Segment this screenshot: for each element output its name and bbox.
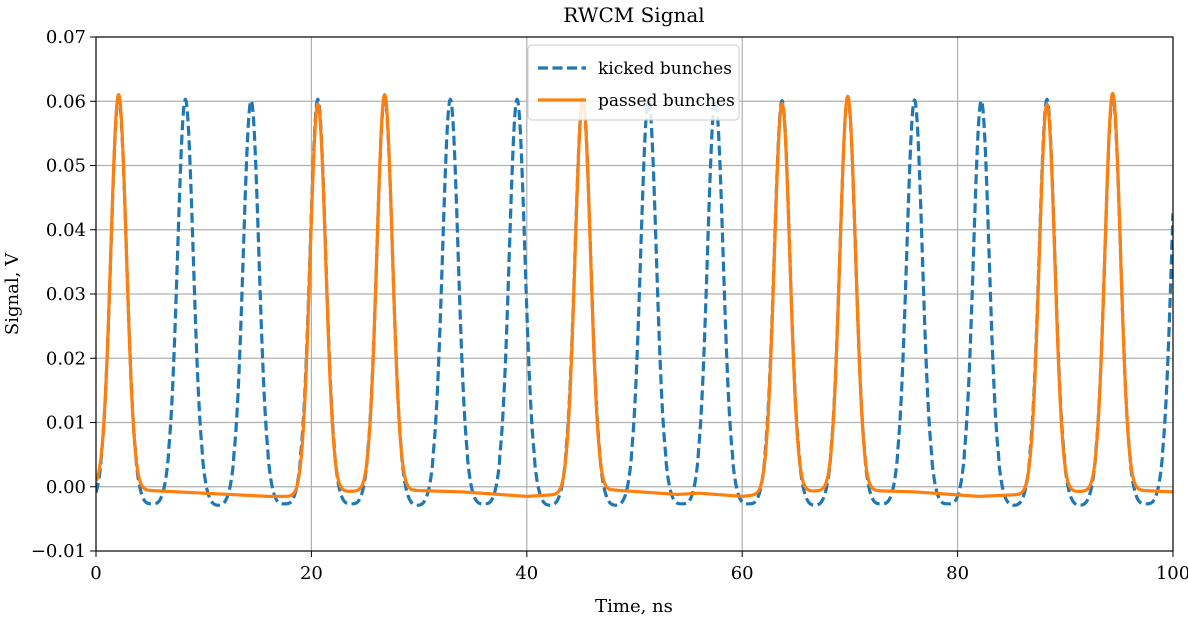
y-tick-label: 0.01 bbox=[46, 413, 86, 434]
x-tick-label: 100 bbox=[1156, 563, 1188, 584]
y-tick-label: 0.00 bbox=[46, 477, 86, 498]
chart-title: RWCM Signal bbox=[563, 3, 704, 27]
x-tick-label: 80 bbox=[946, 563, 969, 584]
y-tick-label: 0.02 bbox=[46, 348, 86, 369]
series-line-kicked-bunches bbox=[96, 95, 1173, 507]
y-axis-label: Signal, V bbox=[2, 252, 23, 335]
series-line-passed-bunches bbox=[96, 91, 1173, 498]
y-tick-label: 0.07 bbox=[46, 27, 86, 48]
y-tick-label: 0.06 bbox=[46, 91, 86, 112]
series-layer bbox=[96, 91, 1173, 507]
y-tick-label: 0.05 bbox=[46, 156, 86, 177]
y-tick-label: −0.01 bbox=[31, 541, 86, 562]
legend: kicked bunches passed bunches bbox=[527, 44, 740, 121]
legend-label-passed: passed bunches bbox=[598, 91, 735, 111]
y-axis-ticks: −0.01 0.00 0.01 0.02 0.03 0.04 0.05 0.06 0.07 bbox=[31, 27, 96, 562]
x-tick-label: 40 bbox=[515, 563, 538, 584]
x-tick-label: 20 bbox=[300, 563, 323, 584]
x-tick-label: 0 bbox=[90, 563, 101, 584]
y-tick-label: 0.03 bbox=[46, 284, 86, 305]
x-axis-ticks: 0 20 40 60 80 100 bbox=[90, 551, 1188, 584]
legend-label-kicked: kicked bunches bbox=[598, 59, 732, 79]
y-tick-label: 0.04 bbox=[46, 220, 86, 241]
x-axis-label: Time, ns bbox=[595, 596, 673, 617]
x-tick-label: 60 bbox=[731, 563, 754, 584]
